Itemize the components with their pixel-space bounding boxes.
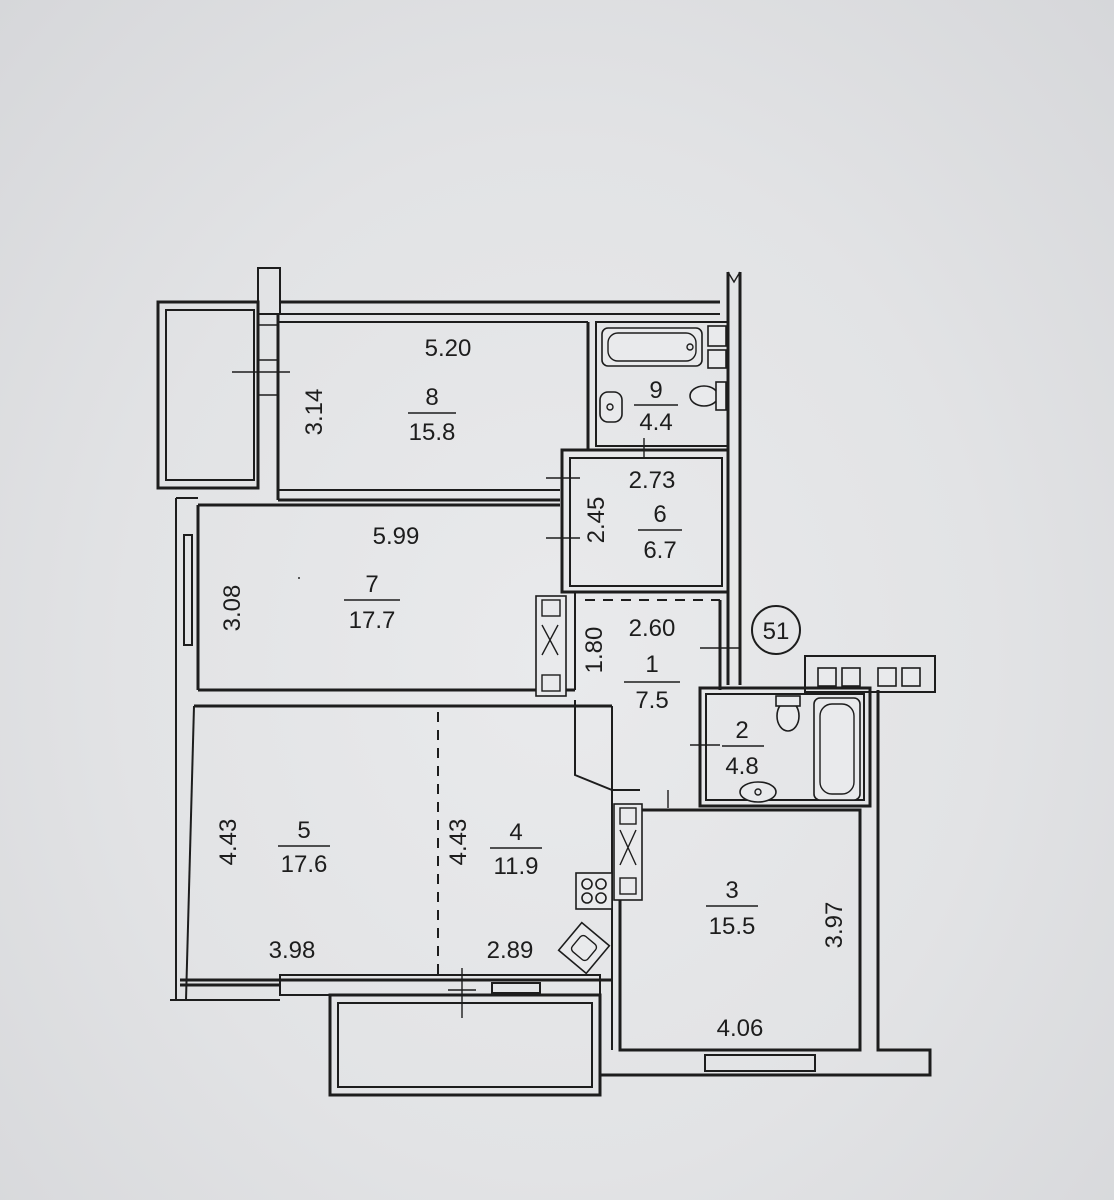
room-area: 7.5 — [635, 687, 668, 714]
room-area: 17.7 — [349, 607, 396, 634]
room-number: 3 — [725, 877, 738, 904]
dimensions: 5.20 3.14 2.73 2.45 5.99 3.08 2.60 1.80 … — [215, 335, 848, 1042]
sink-icon — [739, 781, 777, 803]
room-number: 5 — [297, 817, 310, 844]
dimension-label: 4.06 — [717, 1015, 764, 1042]
room-3-label: 3 15.5 — [706, 877, 758, 940]
wardrobe-icon — [613, 803, 643, 901]
room-area: 4.8 — [725, 753, 758, 780]
kitchen-sink-icon — [557, 921, 611, 975]
room-6-label: 6 6.7 — [638, 501, 682, 564]
dimension-label: 4.43 — [215, 819, 242, 866]
room-area: 4.4 — [639, 409, 672, 436]
shafts-icon — [817, 667, 921, 687]
dimension-label: 2.60 — [629, 615, 676, 642]
room-number: 6 — [653, 501, 666, 528]
dimension-label: 2.73 — [629, 467, 676, 494]
room-area: 6.7 — [643, 537, 676, 564]
sink-icon — [599, 391, 623, 423]
dimension-label: 1.80 — [581, 627, 608, 674]
room-9-label: 9 4.4 — [634, 377, 678, 436]
room-area: 15.5 — [709, 913, 756, 940]
dimension-label: 5.20 — [425, 335, 472, 362]
dimension-label: 5.99 — [373, 523, 420, 550]
room-area: 11.9 — [494, 853, 539, 880]
room-area: 17.6 — [281, 851, 328, 878]
room-number: 1 — [645, 651, 658, 678]
dimension-label: 2.45 — [583, 497, 610, 544]
room-7-label: 7 17.7 — [344, 571, 400, 634]
dimension-label: 4.43 — [445, 819, 472, 866]
room-1-label: 1 7.5 — [624, 651, 680, 714]
room-2-label: 2 4.8 — [722, 717, 764, 780]
toilet-icon — [775, 695, 801, 732]
room-number: 9 — [649, 377, 662, 404]
room-area: 15.8 — [409, 419, 456, 446]
apartment-number: 51 — [763, 618, 790, 645]
room-number: 8 — [425, 384, 438, 411]
walls — [156, 267, 936, 1097]
bathtub-icon — [813, 697, 861, 801]
dimension-label: 3.97 — [821, 902, 848, 949]
dimension-label: 3.08 — [219, 585, 246, 632]
room-number: 2 — [735, 717, 748, 744]
dimension-label: 3.14 — [301, 389, 328, 436]
wardrobe-icon — [535, 595, 567, 697]
stove-icon — [575, 872, 613, 910]
room-5-label: 5 17.6 — [278, 817, 330, 878]
room-number: 4 — [509, 819, 522, 846]
bathtub-icon — [601, 327, 703, 367]
room-number: 7 — [365, 571, 378, 598]
room-4-label: 4 11.9 — [490, 819, 542, 880]
vent-icon — [707, 325, 727, 369]
apartment-number-badge: 51 — [751, 605, 801, 655]
toilet-icon — [689, 381, 727, 411]
dimension-label: 2.89 — [487, 937, 534, 964]
room-8-label: 8 15.8 — [408, 384, 456, 446]
dimension-label: 3.98 — [269, 937, 316, 964]
